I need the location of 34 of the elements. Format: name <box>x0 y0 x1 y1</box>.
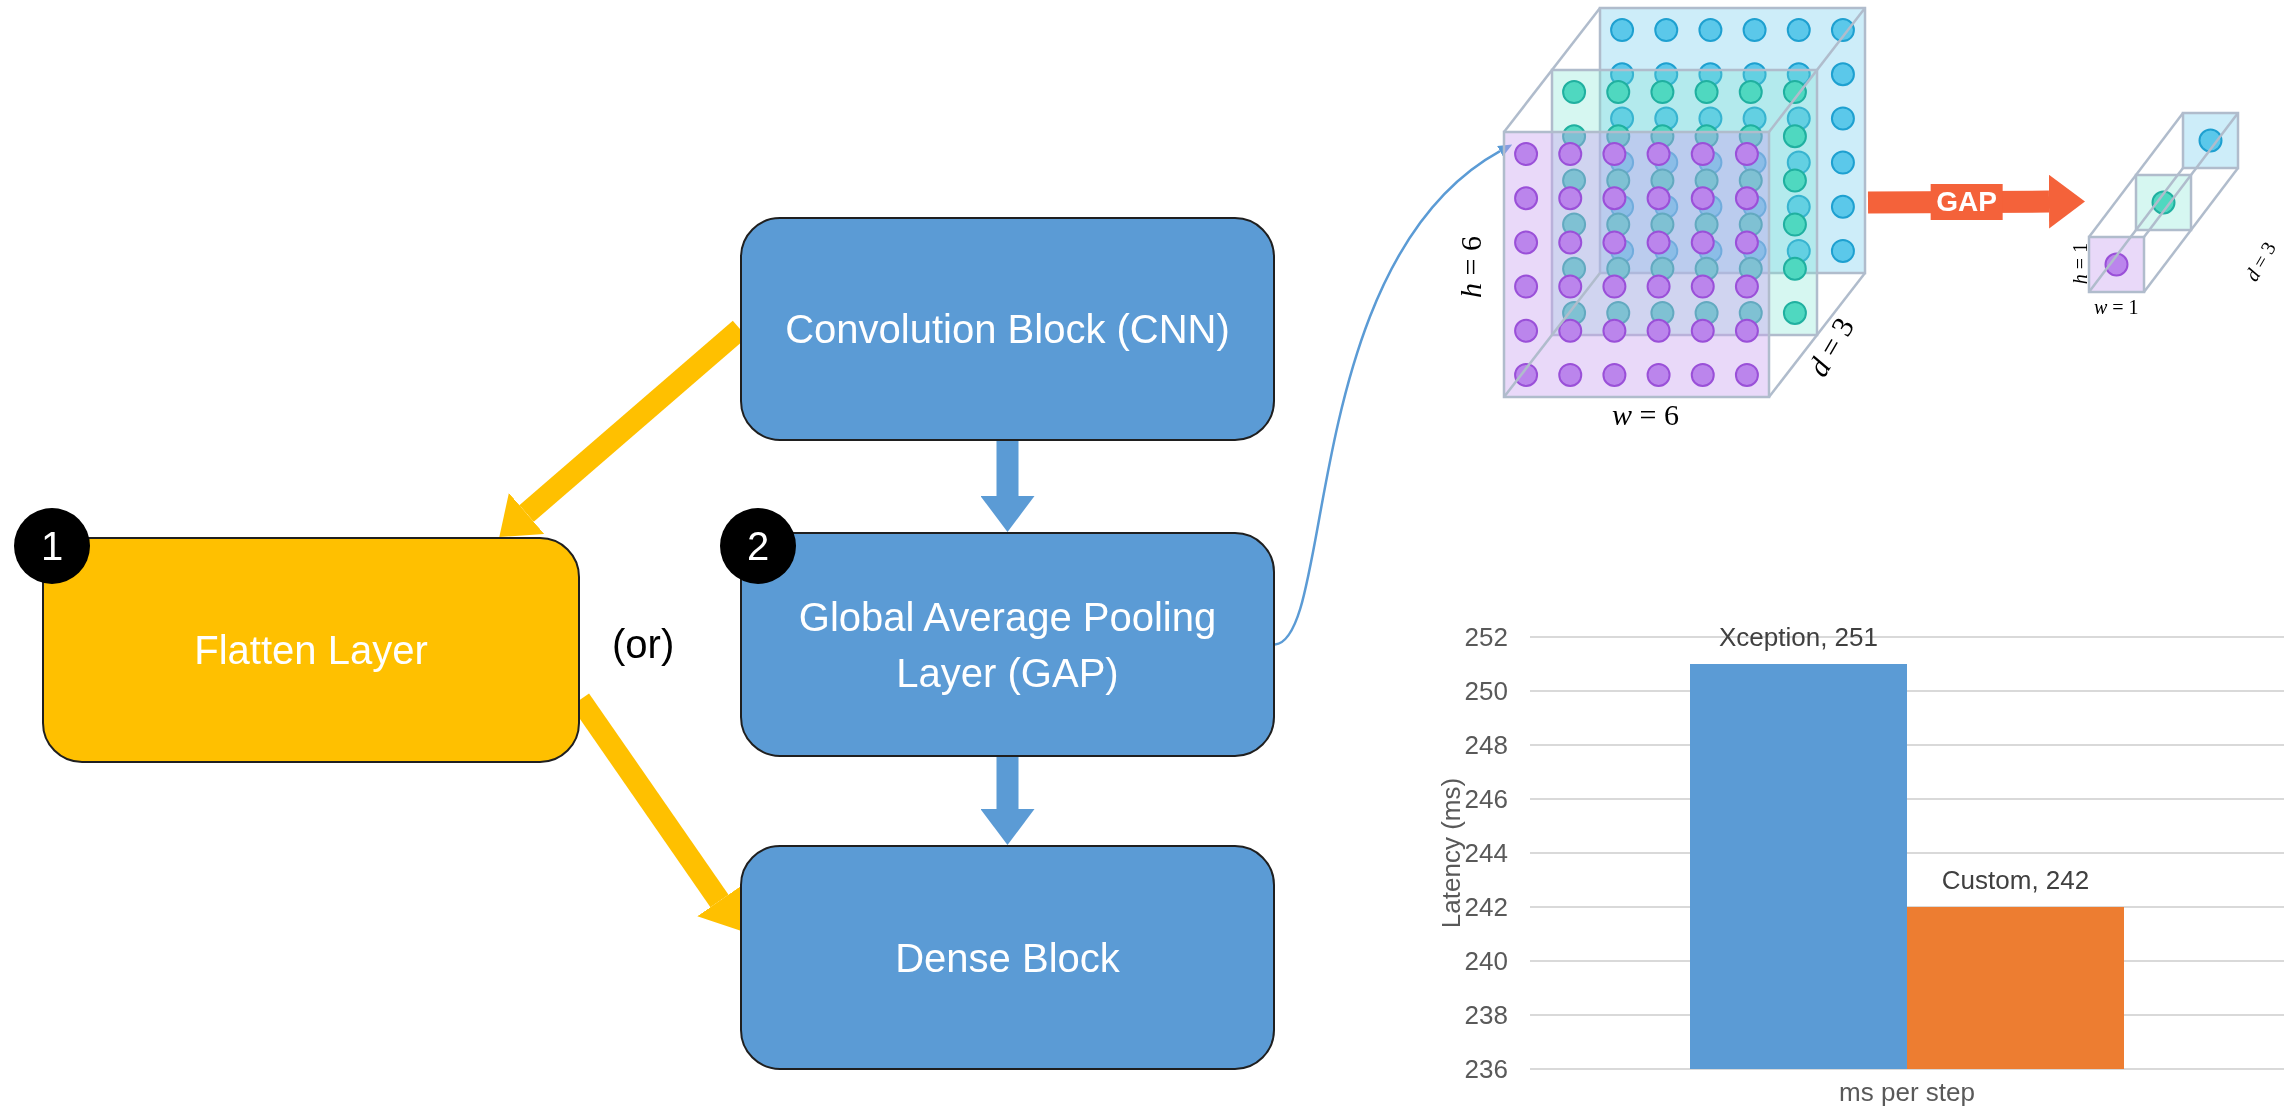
arrow <box>1867 174 2085 229</box>
dimension-label: d = 3 <box>2240 237 2281 286</box>
box-label: Global Average Pooling Layer (GAP) <box>797 593 1218 697</box>
dimension-label: d = 3 <box>1800 311 1862 383</box>
axis-title: Latency (ms) <box>1436 777 1466 929</box>
tick-label: 248 <box>1464 730 1508 760</box>
box-label: Convolution Block (CNN) <box>784 306 1231 353</box>
process-box <box>740 532 1275 757</box>
number-badge: 2 <box>720 508 796 584</box>
value-label: Custom, 242 <box>1941 865 2090 895</box>
category-label: ms per step <box>1839 1077 1975 1107</box>
dimension-label: h = 6 <box>1453 236 1488 298</box>
tick-label: 246 <box>1464 784 1508 814</box>
dimension-label: h = 1 <box>2069 242 2093 285</box>
number-badge: 1 <box>14 508 90 584</box>
process-box <box>740 845 1275 1070</box>
arrow <box>980 441 1035 532</box>
tick-label: 244 <box>1464 838 1508 868</box>
dimension-label: w = 6 <box>1612 398 1679 432</box>
arrow <box>980 757 1035 845</box>
value-label: Xception, 251 <box>1719 622 1878 652</box>
tick-label: 238 <box>1464 1000 1508 1030</box>
edge-label: GAP <box>1930 183 2003 220</box>
process-box <box>740 217 1275 441</box>
dimension-label: w = 1 <box>2094 296 2139 319</box>
box-label: Flatten Layer <box>193 627 429 674</box>
connector-text: (or) <box>612 622 675 667</box>
tick-label: 242 <box>1464 892 1508 922</box>
box-label: Dense Block <box>894 934 1121 982</box>
tick-label: 236 <box>1464 1054 1508 1084</box>
tick-label: 240 <box>1464 946 1508 976</box>
tick-label: 252 <box>1464 622 1508 652</box>
tick-label: 250 <box>1464 676 1508 706</box>
arrow <box>1274 142 1512 646</box>
